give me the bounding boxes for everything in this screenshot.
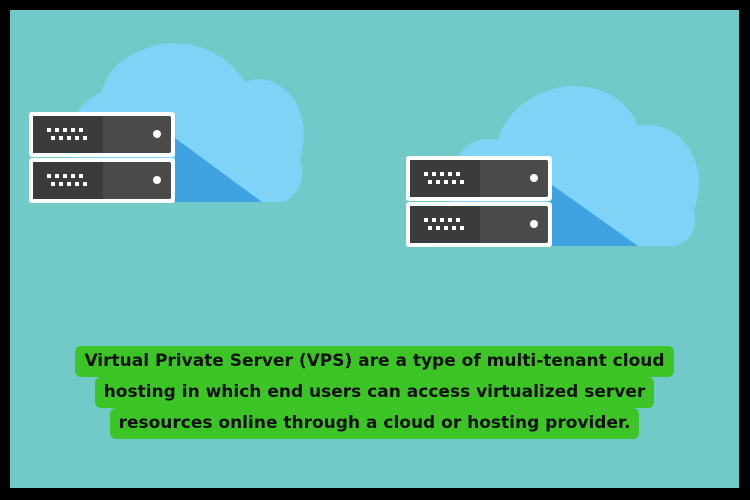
cloud-server-right <box>406 85 700 247</box>
caption-line-3: resources online through a cloud or host… <box>109 408 640 439</box>
server-rack-icon <box>29 112 175 203</box>
caption-line-2: hosting in which end users can access vi… <box>94 377 655 408</box>
caption-line-1: Virtual Private Server (VPS) are a type … <box>75 346 674 377</box>
server-rack-icon <box>406 156 552 247</box>
cloud-server-left <box>29 43 304 203</box>
teal-background-panel: Virtual Private Server (VPS) are a type … <box>10 10 739 488</box>
caption: Virtual Private Server (VPS) are a type … <box>10 346 739 439</box>
illustration-scene <box>29 43 700 247</box>
